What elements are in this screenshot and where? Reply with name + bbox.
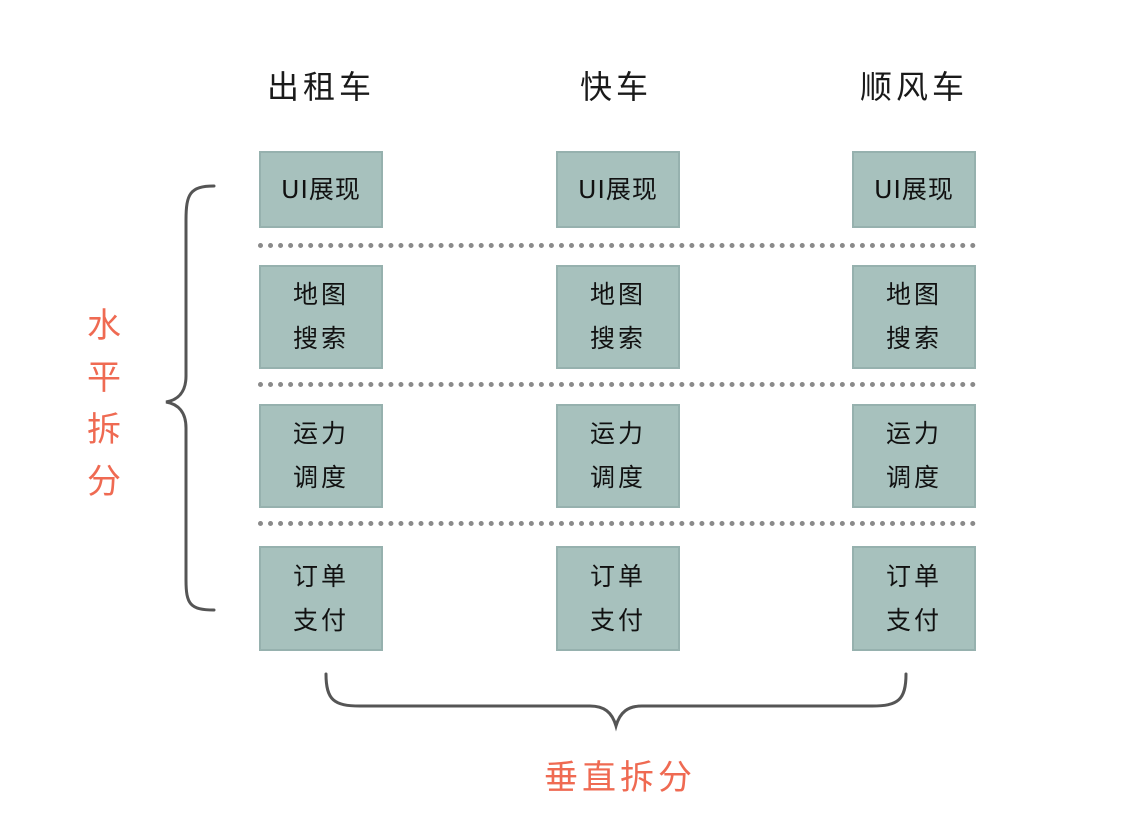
block-label: UI展现 xyxy=(578,174,658,204)
block-express-dispatch: 运力 调度 xyxy=(556,404,680,508)
block-express-ui: UI展现 xyxy=(556,151,680,228)
block-label-line2: 调度 xyxy=(589,463,646,492)
block-express-map-search: 地图 搜索 xyxy=(556,265,680,369)
left-brace xyxy=(165,184,216,612)
block-label-line2: 支付 xyxy=(885,605,942,635)
block-label-line1: 订单 xyxy=(292,561,349,591)
block-label-line2: 支付 xyxy=(589,605,646,635)
block-express-order-payment: 订单 支付 xyxy=(556,546,680,651)
block-label-line2: 支付 xyxy=(292,605,349,635)
block-hitch-dispatch: 运力 调度 xyxy=(852,404,976,508)
vertical-split-label: 垂直拆分 xyxy=(544,758,696,798)
block-hitch-map-search: 地图 搜索 xyxy=(852,265,976,369)
column-header-taxi: 出租车 xyxy=(266,68,375,106)
layer-divider xyxy=(258,243,976,248)
block-label: UI展现 xyxy=(874,174,954,204)
layer-divider xyxy=(258,521,976,526)
block-taxi-dispatch: 运力 调度 xyxy=(259,404,383,508)
block-hitch-order-payment: 订单 支付 xyxy=(852,546,976,651)
block-label: UI展现 xyxy=(281,174,361,204)
block-label-line1: 地图 xyxy=(589,280,646,309)
column-header-express: 快车 xyxy=(579,68,652,106)
block-label-line1: 运力 xyxy=(292,419,349,448)
horizontal-split-label: 水平拆分 xyxy=(87,306,121,502)
layer-divider xyxy=(258,382,976,387)
block-label-line1: 运力 xyxy=(885,419,942,448)
bottom-brace xyxy=(324,672,908,732)
block-taxi-map-search: 地图 搜索 xyxy=(259,265,383,369)
block-label-line1: 订单 xyxy=(589,561,646,591)
block-label-line2: 调度 xyxy=(292,463,349,492)
block-label-line2: 调度 xyxy=(885,463,942,492)
column-header-hitch: 顺风车 xyxy=(859,68,968,106)
block-label-line1: 地图 xyxy=(885,280,942,309)
block-hitch-ui: UI展现 xyxy=(852,151,976,228)
block-label-line1: 地图 xyxy=(292,280,349,309)
block-label-line2: 搜索 xyxy=(589,324,646,353)
block-label-line2: 搜索 xyxy=(292,324,349,353)
block-label-line2: 搜索 xyxy=(885,324,942,353)
block-taxi-ui: UI展现 xyxy=(259,151,383,228)
block-label-line1: 运力 xyxy=(589,419,646,448)
block-taxi-order-payment: 订单 支付 xyxy=(259,546,383,651)
block-label-line1: 订单 xyxy=(885,561,942,591)
